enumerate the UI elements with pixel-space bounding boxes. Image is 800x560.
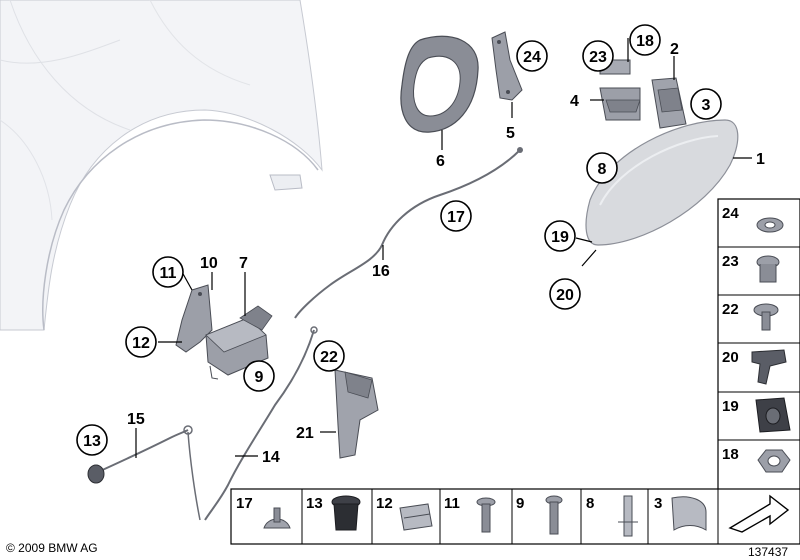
- callout-21: 21: [296, 425, 314, 442]
- callout-circled-17: 17: [440, 200, 472, 232]
- callout-circled-20: 20: [549, 278, 581, 310]
- part-4-hinge: [599, 59, 641, 121]
- cell-12-clip: 12: [376, 495, 433, 531]
- cell-8-expanding-rivet: 8: [586, 495, 638, 537]
- part-13-pull-handle: [87, 464, 105, 484]
- diagram-number: 137437: [748, 545, 788, 559]
- part-5-bracket: [491, 31, 523, 101]
- callout-circled-12: 12: [125, 326, 157, 358]
- callout-circled-19: 19: [544, 220, 576, 252]
- callout-circled-11: 11: [152, 256, 184, 288]
- part-2-hinge-clip: [651, 77, 687, 129]
- part-6-filler-housing: [400, 35, 479, 133]
- svg-text:18: 18: [722, 446, 739, 463]
- svg-text:17: 17: [447, 209, 465, 226]
- cell-18-hex-nut: 18: [722, 446, 791, 473]
- svg-text:13: 13: [83, 433, 101, 450]
- callout-circled-8: 8: [586, 152, 618, 184]
- direction-arrow-icon: [728, 494, 790, 533]
- svg-text:3: 3: [702, 97, 711, 114]
- svg-text:8: 8: [598, 161, 607, 178]
- svg-text:18: 18: [636, 33, 654, 50]
- callout-circled-18: 18: [629, 24, 661, 56]
- callout-circled-13: 13: [76, 424, 108, 456]
- svg-text:11: 11: [160, 265, 177, 282]
- svg-text:20: 20: [556, 287, 574, 304]
- svg-text:20: 20: [722, 349, 739, 366]
- part-10-bracket: [175, 284, 213, 353]
- callout-circled-22: 22: [313, 340, 345, 372]
- svg-text:3: 3: [654, 495, 662, 512]
- callout-15: 15: [127, 411, 145, 428]
- svg-text:23: 23: [589, 49, 607, 66]
- cell-22-screw: 22: [722, 301, 779, 331]
- svg-text:13: 13: [306, 495, 323, 512]
- callout-7: 7: [239, 255, 248, 272]
- svg-text:9: 9: [255, 369, 264, 386]
- callout-2: 2: [670, 41, 679, 58]
- right-column-table: 24 23 22 20 19 18: [717, 198, 800, 495]
- callout-4: 4: [570, 93, 579, 110]
- cell-19-buffer: 19: [722, 397, 791, 433]
- svg-text:23: 23: [722, 253, 739, 270]
- svg-text:19: 19: [551, 229, 569, 246]
- callout-1: 1: [756, 151, 765, 168]
- svg-text:12: 12: [132, 335, 150, 352]
- svg-text:24: 24: [523, 49, 541, 66]
- svg-text:24: 24: [722, 205, 739, 222]
- svg-text:8: 8: [586, 495, 594, 512]
- leader-lines: [135, 38, 752, 458]
- svg-text:22: 22: [320, 349, 338, 366]
- callout-circled-24: 24: [516, 40, 548, 72]
- part-15-pull-cable: [97, 425, 201, 521]
- part-16-cable: [294, 147, 523, 319]
- copyright-text: © 2009 BMW AG: [6, 541, 98, 555]
- cell-9-screw: 9: [516, 495, 563, 535]
- callout-circled-9: 9: [243, 360, 275, 392]
- callout-14: 14: [262, 449, 280, 466]
- svg-text:11: 11: [444, 495, 460, 512]
- cell-23-grommet: 23: [722, 253, 780, 283]
- cell-3-clip: 3: [654, 495, 707, 531]
- svg-text:12: 12: [376, 495, 393, 512]
- callout-10: 10: [200, 255, 218, 272]
- car-body-panel: [0, 0, 323, 331]
- callout-circled-3: 3: [690, 88, 722, 120]
- callout-5: 5: [506, 125, 515, 142]
- svg-text:9: 9: [516, 495, 524, 512]
- bottom-row-table: 17 13 12 11 9 8: [230, 488, 800, 545]
- part-9-actuator: [205, 305, 273, 380]
- svg-text:17: 17: [236, 495, 253, 512]
- part-1-filler-flap: [585, 119, 739, 246]
- cell-13-grommet: 13: [306, 495, 361, 531]
- svg-text:22: 22: [722, 301, 739, 318]
- part-14-rod: [204, 326, 318, 521]
- cell-11-screw: 11: [444, 495, 496, 533]
- cell-24-washer: 24: [722, 205, 784, 233]
- part-21-lock-bracket: [334, 369, 379, 459]
- callout-6: 6: [436, 153, 445, 170]
- cell-20-clip: 20: [722, 349, 787, 385]
- callout-16: 16: [372, 263, 390, 280]
- cell-17-clip: 17: [236, 495, 291, 529]
- svg-text:19: 19: [722, 398, 739, 415]
- callout-circled-23: 23: [582, 40, 614, 72]
